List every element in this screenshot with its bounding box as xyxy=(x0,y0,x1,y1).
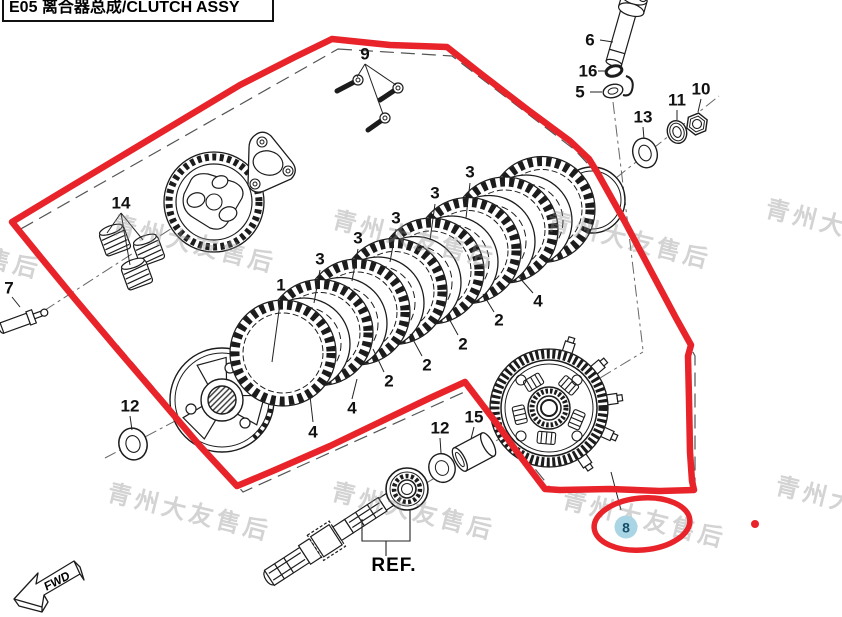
push-rod-drawing xyxy=(0,308,49,334)
part-callout-2: 2 xyxy=(458,334,468,354)
diagram-title-box: E05 离合器总成/CLUTCH ASSY xyxy=(2,0,274,22)
part-callout-7: 7 xyxy=(4,278,14,298)
washer-12-mid-drawing xyxy=(428,452,456,484)
red-ellipse-annotation xyxy=(591,495,693,553)
part-callout-16: 16 xyxy=(578,61,598,81)
disc-stack-drawing xyxy=(229,155,626,407)
part-callout-6: 6 xyxy=(585,30,595,50)
ref-bracket xyxy=(361,509,411,556)
part-callout-13: 13 xyxy=(633,107,653,127)
part-callout-2: 2 xyxy=(384,371,394,391)
part-callout-12: 12 xyxy=(120,396,140,416)
part-callout-15: 15 xyxy=(464,407,484,427)
fwd-arrow-icon xyxy=(13,560,85,613)
part-callout-4: 4 xyxy=(347,398,357,418)
diagram-title: E05 离合器总成/CLUTCH ASSY xyxy=(9,0,240,16)
friction-disc xyxy=(229,299,337,407)
bushing-15-drawing xyxy=(451,432,497,472)
pressure-plate-drawing xyxy=(163,151,265,253)
washers-nut-drawing xyxy=(631,112,708,169)
part-callout-3: 3 xyxy=(391,208,401,228)
main-shaft-drawing xyxy=(263,491,398,587)
clutch-basket-drawing xyxy=(489,335,624,472)
bearing-drawing xyxy=(385,467,429,511)
part-callout-10: 10 xyxy=(691,79,711,99)
oil-pipe-drawing xyxy=(602,0,648,99)
part-callout-4: 4 xyxy=(308,422,318,442)
leader-lines xyxy=(11,39,702,511)
part-callout-4: 4 xyxy=(533,291,543,311)
selected-part-callout-8[interactable]: 8 xyxy=(614,515,638,539)
selected-part-number: 8 xyxy=(622,519,630,535)
part-callout-2: 2 xyxy=(494,310,504,330)
basket-holes xyxy=(515,374,583,442)
part-callout-3: 3 xyxy=(465,162,475,182)
washer-12-left-drawing xyxy=(118,427,148,461)
part-callout-11: 11 xyxy=(668,90,686,110)
part-callout-3: 3 xyxy=(430,183,440,203)
part-callout-14: 14 xyxy=(111,193,131,213)
lifter-plate-drawing xyxy=(247,131,296,193)
ref-label: REF. xyxy=(371,555,417,576)
part-callout-9: 9 xyxy=(360,44,370,64)
clutch-springs-drawing xyxy=(98,223,166,291)
basket-spring-windows xyxy=(511,372,586,446)
part-callout-2: 2 xyxy=(422,355,432,375)
part-callout-3: 3 xyxy=(353,228,363,248)
bolts-drawing xyxy=(334,74,404,133)
part-callout-3: 3 xyxy=(315,249,325,269)
red-outline-annotation xyxy=(8,35,698,495)
red-dot-annotation xyxy=(751,520,759,528)
part-callout-5: 5 xyxy=(575,82,585,102)
part-callout-12: 12 xyxy=(430,418,450,438)
part-callout-1: 1 xyxy=(276,275,286,295)
